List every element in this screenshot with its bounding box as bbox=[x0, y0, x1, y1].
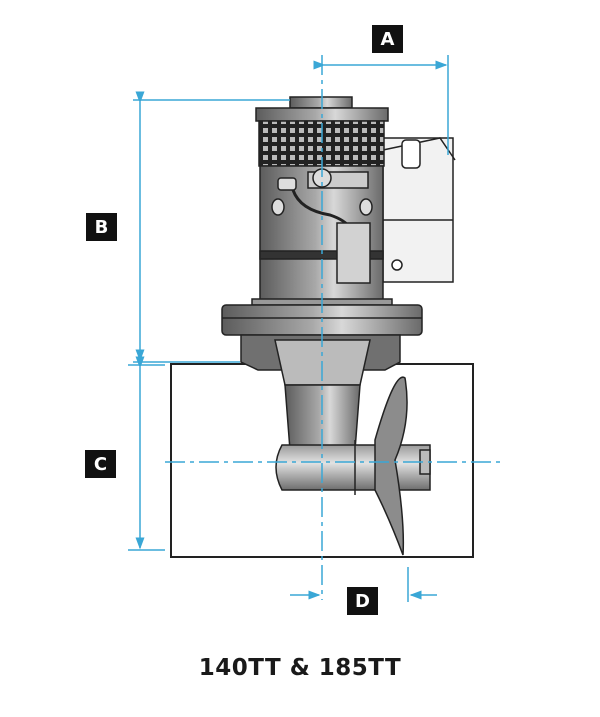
model-caption: 140TT & 185TT bbox=[198, 655, 402, 681]
dimension-label-d: D bbox=[347, 587, 378, 615]
dimension-label-b: B bbox=[86, 213, 117, 241]
thruster-motor bbox=[221, 96, 456, 556]
dimension-lines bbox=[128, 55, 500, 602]
dimension-label-a: A bbox=[372, 25, 403, 53]
dimension-label-c: C bbox=[85, 450, 116, 478]
